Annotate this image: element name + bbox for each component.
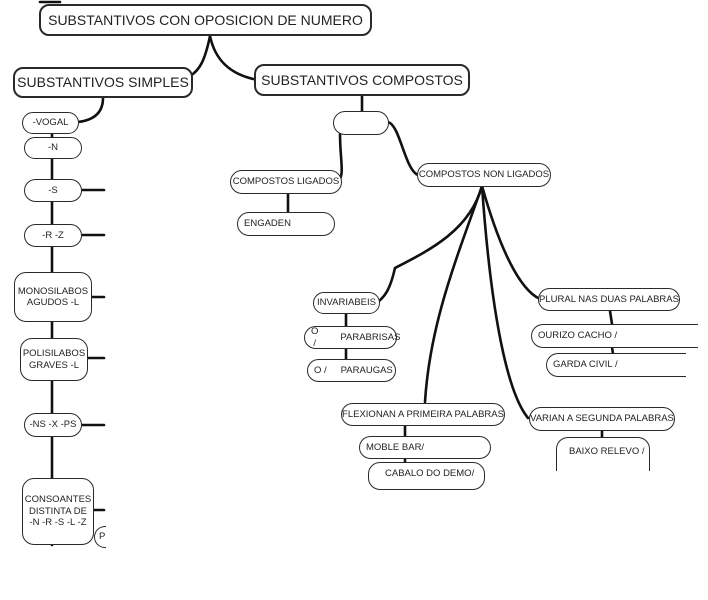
compostos-label: SUBSTANTIVOS COMPOSTOS xyxy=(261,71,463,88)
connector xyxy=(480,184,530,420)
root-node[interactable]: SUBSTANTIVOS CON OPOSICION DE NUMERO xyxy=(39,4,372,36)
compostos-blank-node[interactable] xyxy=(333,111,389,135)
plural-duas-example-2[interactable]: GARDA CIVIL / xyxy=(546,353,686,377)
connector xyxy=(386,120,420,177)
simples-item-monosilabos[interactable]: MONOSILABOS AGUDOS -L xyxy=(14,272,92,322)
compostos-ligados-example[interactable]: ENGADEN xyxy=(237,212,335,236)
connector xyxy=(208,34,260,82)
simples-label: SUBSTANTIVOS SIMPLES xyxy=(17,74,189,91)
simples-item-ns-x-ps[interactable]: -NS -X -PS xyxy=(24,413,82,437)
connector xyxy=(76,96,105,124)
compostos-node[interactable]: SUBSTANTIVOS COMPOSTOS xyxy=(254,64,470,96)
root-label: SUBSTANTIVOS CON OPOSICION DE NUMERO xyxy=(48,11,363,28)
invariabeis-example-2[interactable]: O / PARAUGAS xyxy=(307,359,396,382)
segunda-node[interactable]: VARIAN A SEGUNDA PALABRAS xyxy=(529,407,675,431)
simples-item-n[interactable]: -N xyxy=(24,137,82,159)
primeira-node[interactable]: FLEXIONAN A PRIMEIRA PALABRAS xyxy=(341,403,505,426)
invariabeis-node[interactable]: INVARIABEIS xyxy=(313,292,380,314)
compostos-non-ligados-node[interactable]: COMPOSTOS NON LIGADOS xyxy=(417,163,551,187)
connector xyxy=(188,34,212,78)
connector xyxy=(480,184,542,301)
simples-item-polisilabos[interactable]: POLISILABOS GRAVES -L xyxy=(20,338,88,381)
invariabeis-example-1[interactable]: O / PARABRISAS xyxy=(304,326,400,349)
primeira-example-1[interactable]: MOBLE BAR/ xyxy=(359,436,491,459)
connector xyxy=(423,184,484,404)
connector xyxy=(376,184,484,304)
simples-item-vogal[interactable]: -VOGAL xyxy=(22,112,79,134)
simples-node[interactable]: SUBSTANTIVOS SIMPLES xyxy=(13,67,193,98)
plural-duas-example-1[interactable]: OURIZO CACHO / xyxy=(531,324,698,348)
simples-item-r-z[interactable]: -R -Z xyxy=(24,224,82,247)
simples-item-consoantes[interactable]: CONSOANTES DISTINTA DE -N -R -S -L -Z xyxy=(22,478,94,545)
compostos-ligados-node[interactable]: COMPOSTOS LIGADOS xyxy=(230,170,342,194)
primeira-example-2[interactable]: CABALO DO DEMO/ xyxy=(368,462,485,490)
simples-item-s[interactable]: -S xyxy=(24,179,82,202)
connector xyxy=(610,345,615,356)
plural-duas-node[interactable]: PLURAL NAS DUAS PALABRAS xyxy=(538,288,680,311)
segunda-example-1[interactable]: BAIXO RELEVO / xyxy=(556,437,650,471)
connector xyxy=(608,309,614,326)
